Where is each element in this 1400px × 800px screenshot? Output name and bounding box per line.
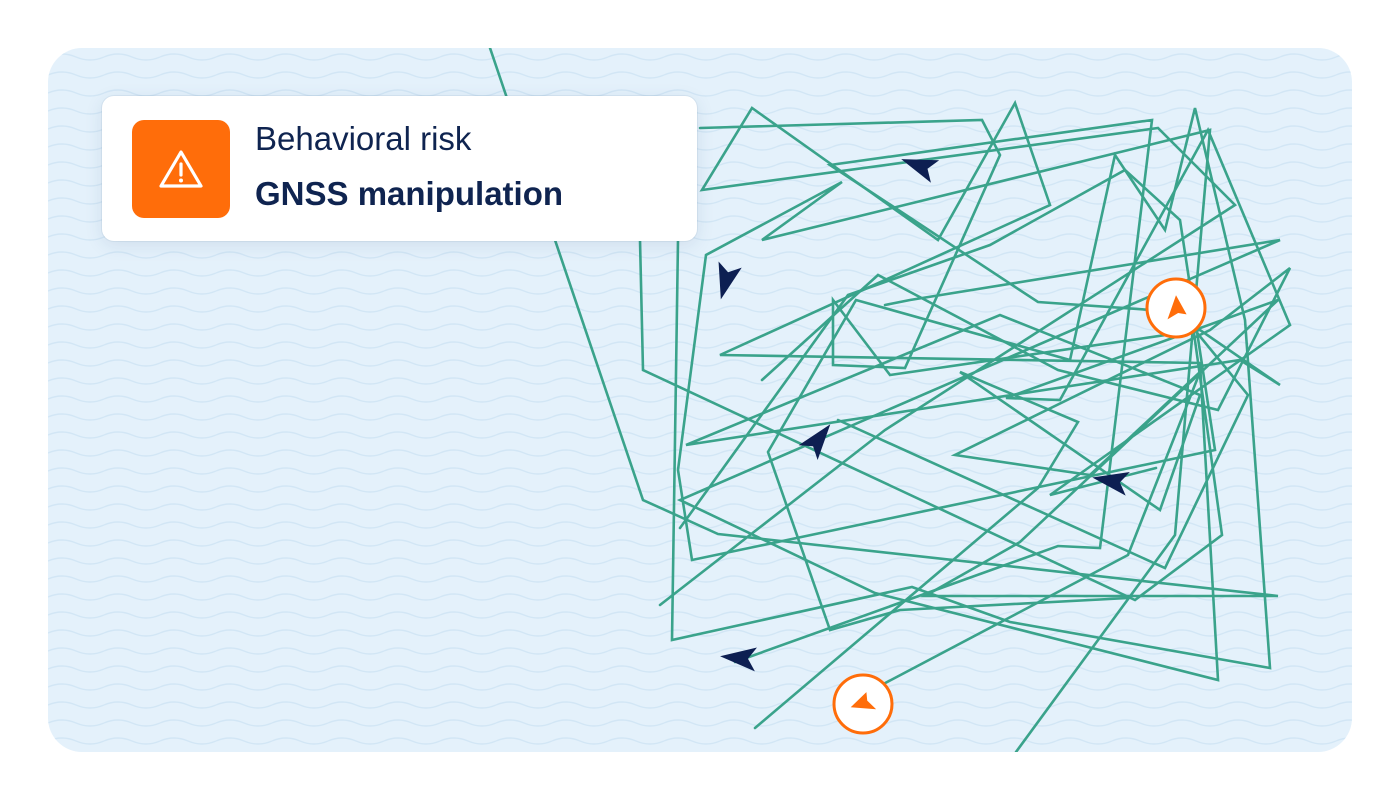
- track-segment: [733, 118, 1250, 664]
- navigation-arrow-icon[interactable]: [709, 261, 742, 302]
- track-segment: [760, 266, 1292, 692]
- navigation-arrow-icon[interactable]: [897, 148, 940, 183]
- location-arrow-icon[interactable]: [832, 673, 894, 735]
- navigation-arrow-icon[interactable]: [1090, 466, 1130, 496]
- alert-badge: [132, 120, 230, 218]
- position-markers: [832, 277, 1207, 735]
- track-segment: [638, 107, 1272, 670]
- navigation-arrow-icon[interactable]: [798, 417, 840, 460]
- heading-markers: [709, 148, 1130, 672]
- track-segment: [488, 48, 1292, 598]
- alert-title: GNSS manipulation: [255, 175, 564, 212]
- track-segment: [676, 128, 1217, 752]
- alert-card[interactable]: Behavioral risk GNSS manipulation: [102, 96, 697, 241]
- location-arrow-icon[interactable]: [1145, 277, 1207, 339]
- warning-triangle-icon: [159, 150, 203, 188]
- alert-category: Behavioral risk: [255, 120, 472, 157]
- navigation-arrow-icon[interactable]: [719, 644, 757, 672]
- track-segment: [685, 118, 1281, 730]
- gnss-track: [488, 48, 1292, 752]
